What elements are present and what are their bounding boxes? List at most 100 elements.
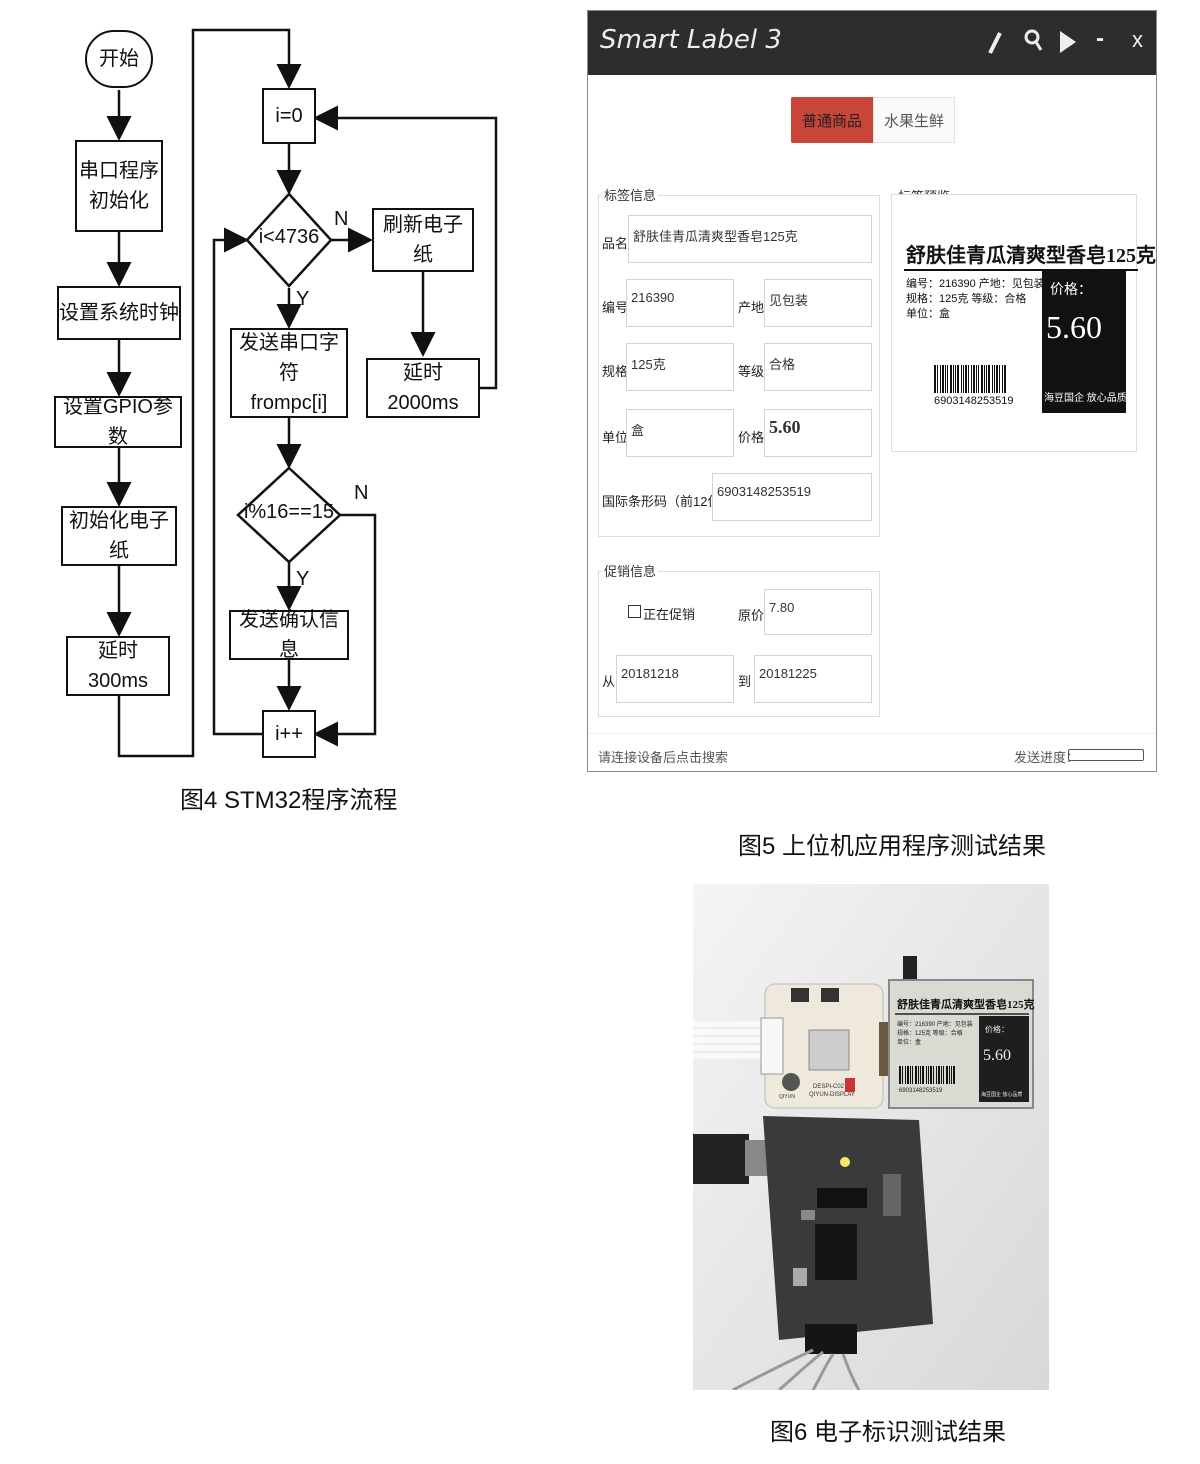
preview-barcode-number: 6903148253519 xyxy=(934,395,1014,407)
from-date-field[interactable]: 20181218 xyxy=(616,655,734,703)
tab-normal-goods[interactable]: 普通商品 xyxy=(791,97,873,143)
code-field[interactable]: 216390 xyxy=(626,279,734,327)
usb-cable xyxy=(693,1134,749,1184)
epaper-barcode xyxy=(899,1066,955,1084)
cond-i-label: i<4736 xyxy=(258,226,320,248)
tab-fresh-fruit[interactable]: 水果生鲜 xyxy=(873,97,955,143)
adapter-components xyxy=(808,1029,850,1071)
start-terminal: 开始 xyxy=(85,30,153,88)
epaper-price-label: 价格： xyxy=(985,1024,1009,1034)
adapter-switch-1 xyxy=(791,988,809,1002)
figure6-caption: 图6 电子标识测试结果 xyxy=(770,1419,1007,1446)
decision-diamond-mod xyxy=(236,466,342,564)
board-brand: DESPI-C02 xyxy=(813,1084,845,1090)
delay300-box: 延时300ms xyxy=(66,636,170,696)
play-icon[interactable] xyxy=(1058,29,1078,55)
original-price-field[interactable]: 7.80 xyxy=(764,589,872,635)
promo-checkbox[interactable] xyxy=(628,605,641,618)
preview-divider xyxy=(904,269,1138,271)
cond-mod-no-label: N xyxy=(354,482,369,504)
preview-price: 5.60 xyxy=(1046,309,1102,345)
progress-bar xyxy=(1068,749,1144,761)
ribbon-cable xyxy=(693,1021,765,1059)
arrow-delay-izero-loop xyxy=(313,105,498,390)
smart-label-window: Smart Label 3 - x 普通商品 水果生鲜 标签信息 品名 舒肤佳青… xyxy=(587,10,1157,772)
preview-product-name: 舒肤佳青瓜清爽型香皂125克 xyxy=(906,245,1156,267)
preview-price-label: 价格： xyxy=(1050,281,1092,297)
epaper-line1: 编号：216390 产地：见包装 xyxy=(897,1020,973,1028)
adapter-led xyxy=(845,1078,855,1092)
cond-i-yes-label: Y xyxy=(296,288,310,310)
flowchart-connectors xyxy=(106,28,498,758)
board-brand-2: QIYUN-DISPLAY xyxy=(809,1092,855,1098)
promo-checkbox-label: 正在促销 xyxy=(643,607,696,622)
preview-line2: 规格：125克 等级：合格 xyxy=(906,293,1027,305)
set-clock-box: 设置系统时钟 xyxy=(57,286,181,340)
label-preview-card: 舒肤佳青瓜清爽型香皂125克 编号：216390 产地：见包装 规格：125克 … xyxy=(891,194,1156,452)
name-field[interactable]: 舒肤佳青瓜清爽型香皂125克 xyxy=(628,215,872,263)
bottom-wires xyxy=(732,1348,861,1390)
from-label: 从 xyxy=(602,674,616,689)
send-char-box: 发送串口字符 frompc[i] xyxy=(230,328,348,418)
preview-price-panel: 价格： 5.60 海豆国企 放心品质 xyxy=(1042,271,1127,413)
spec-label: 规格 xyxy=(602,364,629,379)
board-logo-text: QIYUN xyxy=(779,1094,795,1100)
barcode-label: 国际条形码（前12位） xyxy=(602,494,734,509)
epaper-product-name: 舒肤佳青瓜清爽型香皂125克 xyxy=(897,997,1035,1011)
cond-mod-label: i%16==15 xyxy=(243,501,335,523)
pencil-icon[interactable] xyxy=(986,29,1006,57)
to-label: 到 xyxy=(738,674,752,689)
minimize-icon[interactable]: - xyxy=(1096,25,1104,52)
grade-label: 等级 xyxy=(738,364,765,379)
preview-footer: 海豆国企 放心品质 xyxy=(1044,393,1127,404)
figure5-caption: 图5 上位机应用程序测试结果 xyxy=(738,833,1047,860)
to-date-field[interactable]: 20181225 xyxy=(754,655,872,703)
delay2000-box: 延时2000ms xyxy=(366,358,480,418)
figure4-caption: 图4 STM32程序流程 xyxy=(180,787,398,814)
price-field[interactable]: 5.60 xyxy=(764,409,872,457)
barcode-field[interactable]: 6903148253519 xyxy=(712,473,872,521)
cond-i-no-label: N xyxy=(334,208,349,230)
regulator xyxy=(793,1268,807,1286)
spec-field[interactable]: 125克 xyxy=(626,343,734,391)
bottom-connector xyxy=(805,1324,857,1354)
epaper-price: 5.60 xyxy=(983,1047,1011,1064)
pin-header xyxy=(817,1188,867,1208)
mcu-chip xyxy=(815,1224,857,1280)
device-photo: DESPI-C02 QIYUN-DISPLAY QIYUN 舒肤佳青瓜清爽型香皂… xyxy=(693,884,1049,1390)
i-zero-box: i=0 xyxy=(262,88,316,144)
decision-diamond-i xyxy=(245,192,333,288)
preview-line1: 编号：216390 产地：见包装 xyxy=(906,278,1045,290)
qiyun-logo xyxy=(782,1073,800,1091)
pcb-connector xyxy=(883,1174,901,1216)
set-gpio-box: 设置GPIO参数 xyxy=(54,396,182,448)
send-ack-box: 发送确认信息 xyxy=(229,609,349,661)
price-label: 价格 xyxy=(738,430,765,445)
origin-field[interactable]: 见包装 xyxy=(764,279,872,327)
unit-field[interactable]: 盒 xyxy=(626,409,734,457)
code-label: 编号 xyxy=(602,300,629,315)
unit-label: 单位 xyxy=(602,430,629,445)
close-icon[interactable]: x xyxy=(1132,27,1143,52)
epaper-tab xyxy=(903,956,917,982)
crystal xyxy=(801,1210,815,1220)
cond-mod-yes-label: Y xyxy=(296,568,310,590)
preview-barcode xyxy=(934,365,1006,393)
app-title: Smart Label 3 xyxy=(600,25,782,55)
adapter-connector xyxy=(760,1017,784,1075)
serial-init-box: 串口程序 初始化 xyxy=(75,140,163,232)
progress-label: 发送进度： xyxy=(1014,750,1080,765)
arrow-iinc-cond xyxy=(212,227,262,736)
refresh-epaper-box: 刷新电子纸 xyxy=(372,208,474,272)
arrow-delay-izero xyxy=(117,28,302,758)
search-icon[interactable] xyxy=(1022,27,1046,57)
status-divider xyxy=(588,733,1156,734)
epaper-line3: 单位：盒 xyxy=(897,1038,921,1046)
init-epaper-box: 初始化电子纸 xyxy=(61,506,177,566)
label-info-title: 标签信息 xyxy=(602,185,659,204)
device-photo-drawing: DESPI-C02 QIYUN-DISPLAY QIYUN 舒肤佳青瓜清爽型香皂… xyxy=(693,884,1049,1390)
grade-field[interactable]: 合格 xyxy=(764,343,872,391)
preview-line3: 单位：盒 xyxy=(906,308,950,320)
name-label: 品名 xyxy=(602,236,629,251)
promo-info-title: 促销信息 xyxy=(602,561,659,580)
